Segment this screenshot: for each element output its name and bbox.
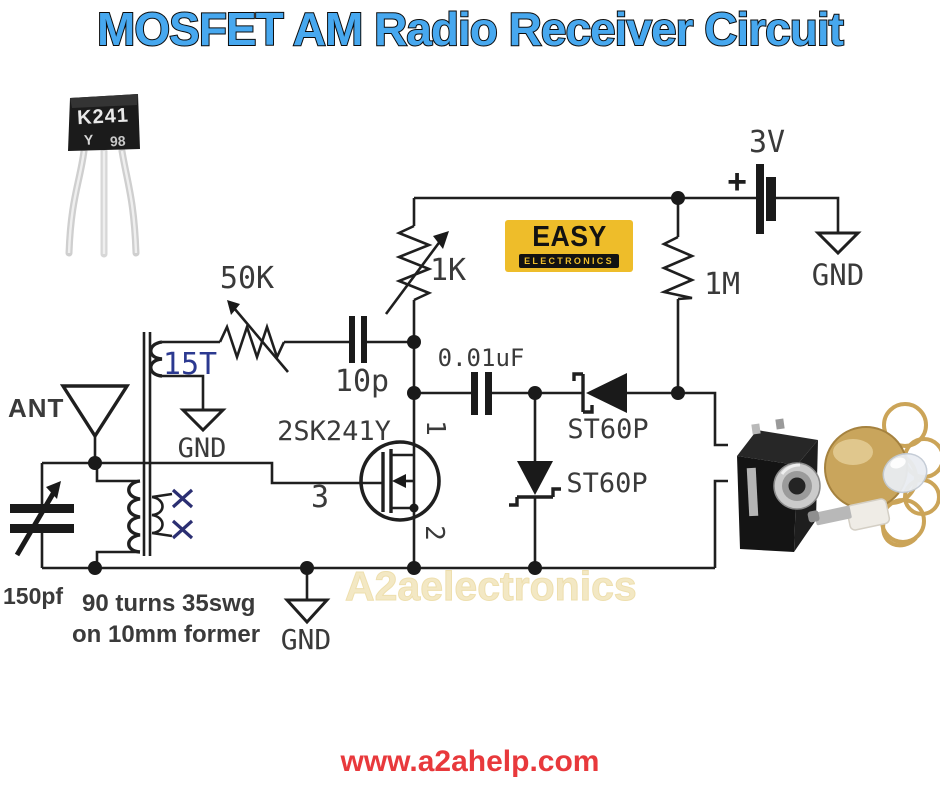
varcap-label: 150pf: [3, 583, 63, 609]
battery-plus-sign: +: [727, 163, 747, 201]
mosfet-pin3-label: 3: [311, 480, 329, 515]
earphone-photo: [807, 402, 940, 548]
mosfet-symbol: 2SK241Y 3 1 2: [277, 416, 450, 541]
audio-jack-photo: [737, 418, 821, 552]
ground-symbol-battery: [814, 231, 862, 256]
aux-winding: [151, 492, 173, 538]
junction-dots: [88, 191, 685, 575]
diode-series-label: ST60P: [567, 414, 648, 445]
circuit-wires: [40, 196, 840, 600]
coil-gnd-label: GND: [178, 433, 227, 464]
logo-text-bottom: ELECTRONICS: [519, 253, 619, 269]
cap-10p: 10p: [335, 316, 389, 399]
coil-note-line2: on 10mm former: [72, 621, 260, 648]
mosfet-part-label: 2SK241Y: [277, 416, 391, 447]
transistor-marking-3: 98: [110, 133, 127, 150]
diode-shunt-label: ST60P: [566, 468, 647, 499]
battery-gnd-label: GND: [812, 258, 864, 292]
cap-001uf-label: 0.01uF: [438, 344, 525, 372]
battery-voltage-label: 3V: [749, 125, 785, 160]
mosfet-pin1-label: 1: [420, 420, 450, 436]
transistor-marking-2: Y: [84, 131, 95, 148]
cap-10p-label: 10p: [335, 364, 389, 399]
watermark-text: A2aelectronics: [345, 563, 638, 610]
ground-symbol-coil: [179, 408, 227, 433]
transformer-core: [142, 332, 152, 556]
battery-symbol: + 3V GND: [727, 125, 864, 292]
cap-001uf: 0.01uF: [438, 344, 525, 415]
page-title: MOSFET AM Radio Receiver Circuit: [96, 2, 845, 56]
diode-shunt: ST60P: [509, 461, 648, 507]
logo-text-top: EASY: [531, 220, 607, 253]
transistor-photo: K241 Y 98: [65, 94, 140, 258]
easy-electronics-logo: EASY ELECTRONICS: [505, 220, 633, 272]
transformer: 15T GND 90 turns 35swg on 10mm former: [72, 332, 260, 648]
resistor-1m-label: 1M: [704, 267, 740, 302]
diode-series: ST60P: [567, 372, 649, 445]
primary-coil-90t: [127, 479, 141, 554]
secondary-coil-15t: [149, 340, 163, 378]
winding-x-marks: [171, 488, 194, 540]
secondary-turns-label: 15T: [163, 347, 217, 382]
coil-note-line1: 90 turns 35swg: [82, 590, 255, 617]
pot-1k-label: 1K: [430, 253, 466, 288]
source-gnd-label: GND: [281, 623, 332, 656]
antenna-symbol: ANT: [8, 384, 131, 440]
resistor-1m: 1M: [659, 235, 740, 302]
transistor-marking-1: K241: [77, 105, 130, 130]
mosfet-pin2-label: 2: [419, 525, 449, 541]
ground-bottom: GND: [281, 598, 332, 656]
pot-50k-label: 50K: [220, 261, 274, 296]
antenna-label: ANT: [8, 393, 64, 423]
website-link: www.a2ahelp.com: [340, 745, 600, 778]
pot-50k: 50K: [218, 261, 289, 373]
pot-1k: 1K: [384, 224, 466, 315]
varcap-150pf: 150pf: [3, 481, 74, 609]
